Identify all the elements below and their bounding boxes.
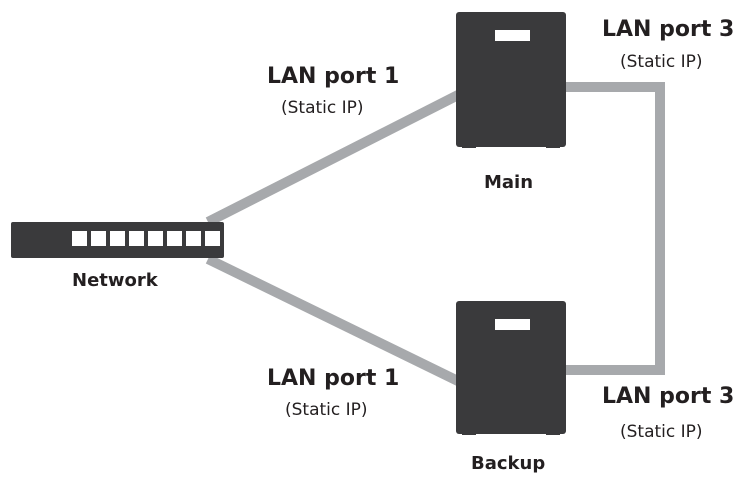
backup-lan-port3-note: (Static IP) — [620, 422, 703, 442]
backup-lan-port1-note: (Static IP) — [285, 400, 368, 420]
main-lan-port1-note: (Static IP) — [281, 98, 364, 118]
main-lan-port3-note: (Static IP) — [620, 52, 703, 72]
cable-network-to-backup — [205, 254, 465, 388]
main-lan-port1-label: LAN port 1 — [267, 64, 400, 89]
backup-device-label: Backup — [471, 453, 546, 474]
main-device-label: Main — [484, 172, 534, 193]
main-nas-icon — [456, 12, 566, 148]
main-lan-port3-label: LAN port 3 — [602, 17, 735, 42]
backup-lan-port1-label: LAN port 1 — [267, 366, 400, 391]
cable-network-to-main — [205, 88, 465, 227]
backup-lan-port3-label: LAN port 3 — [602, 384, 735, 409]
cable-main-to-backup — [566, 82, 665, 375]
network-label: Network — [72, 270, 158, 291]
backup-nas-icon — [456, 301, 566, 435]
network-switch-icon — [11, 222, 224, 258]
